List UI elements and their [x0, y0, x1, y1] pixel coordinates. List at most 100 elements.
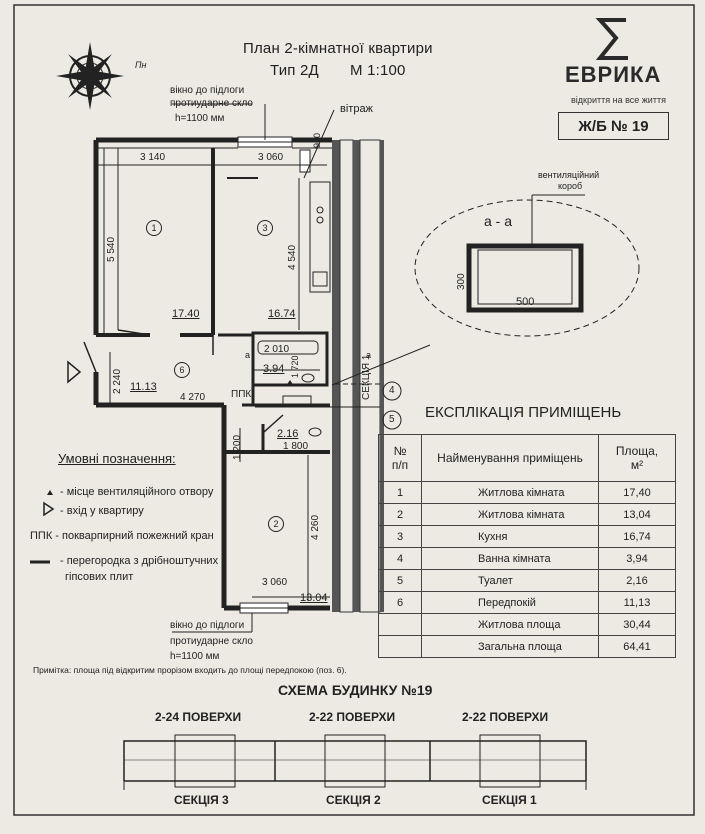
- ppk-label: ППК: [231, 389, 252, 400]
- dim-900: 900: [312, 132, 322, 148]
- window-bottom-line1: вікно до підлоги: [170, 620, 245, 631]
- living-area-value: 30,44: [598, 613, 676, 636]
- window-bottom-line2: протиударне скло: [170, 636, 253, 647]
- dim-3140: 3 140: [140, 152, 166, 163]
- vent-triangle-icon: [286, 380, 294, 386]
- dim-4270: 4 270: [180, 392, 206, 403]
- evryka-logo-icon: [595, 18, 628, 60]
- room-3-number: 3: [257, 220, 273, 236]
- axis-5-marker: [382, 410, 402, 430]
- load-bearing-wall: [332, 139, 384, 613]
- scheme-floors-3: 2-24 ПОВЕРХИ: [155, 710, 242, 724]
- vent-marker-icon: [47, 490, 53, 495]
- window-bottom-line3: h=1100 мм: [170, 651, 220, 662]
- total-area-value: 64,41: [598, 635, 676, 658]
- sheet-frame: [13, 4, 695, 816]
- dim-5540: 5 540: [106, 236, 117, 262]
- explication-header-row: № п/п Найменування приміщень Площа, м²: [378, 434, 676, 482]
- legend-partition-2: гіпсових плит: [65, 571, 134, 583]
- area-room-3: 16.74: [268, 308, 296, 320]
- compass-label: Пн: [135, 60, 147, 70]
- plan-note: Примітка: площа під відкритим прорізом в…: [33, 665, 347, 675]
- dim-1720: 1 720: [290, 355, 300, 378]
- vent-label-left: а: [245, 350, 251, 360]
- dim-4260: 4 260: [310, 514, 321, 540]
- entrance-marker-icon: [43, 501, 55, 517]
- explication-title: ЕКСПЛІКАЦІЯ ПРИМІЩЕНЬ: [425, 404, 622, 421]
- dim-3060-top: 3 060: [258, 152, 284, 163]
- section-detail-height: 300: [456, 273, 467, 290]
- legend-title: Умовні позначення:: [58, 451, 176, 466]
- legend-partition: - перегородка з дрібноштучних: [60, 555, 219, 567]
- axis-4-label: 4: [389, 385, 395, 396]
- vitrazh-label: вітраж: [340, 103, 373, 115]
- axis-5-label: 5: [389, 414, 395, 425]
- area-room-5: 2.16: [277, 428, 299, 440]
- area-room-1: 17.40: [172, 308, 200, 320]
- section-1-label: СЕКЦІЯ 1: [361, 354, 372, 400]
- doors: [83, 329, 284, 433]
- window-top-line3: h=1100 мм: [175, 113, 225, 124]
- scheme-section-2: СЕКЦІЯ 2: [326, 793, 381, 807]
- compass-rose-icon: [56, 42, 124, 110]
- house-code: Ж/Б № 19: [578, 117, 649, 135]
- section-detail-title: а - а: [484, 213, 513, 229]
- entrance-triangle-icon: [67, 360, 82, 384]
- area-room-6: 11.13: [130, 381, 157, 393]
- room-6-number: 6: [174, 362, 190, 378]
- brand-slogan: відкриття на все життя: [571, 95, 666, 105]
- dim-1200: 1 200: [232, 434, 243, 460]
- room-1-number: 1: [146, 220, 162, 236]
- scheme-section-3: СЕКЦІЯ 3: [174, 793, 229, 807]
- legend-entrance: - вхід у квартиру: [60, 505, 144, 517]
- dim-1800: 1 800: [283, 441, 309, 452]
- dim-4540: 4 540: [287, 244, 298, 270]
- scheme-title: СХЕМА БУДИНКУ №19: [278, 682, 433, 698]
- dimension-lines: [96, 148, 431, 600]
- window-top-line2: протиударне скло: [170, 98, 253, 109]
- living-area-label: Житлова площа: [421, 613, 599, 636]
- brand-name: ЕВРИКА: [565, 62, 662, 87]
- leader-lines: [172, 103, 335, 633]
- house-code-box: Ж/Б № 19: [558, 112, 669, 140]
- section-detail-width: 500: [516, 296, 535, 308]
- dim-2240: 2 240: [112, 368, 123, 394]
- vent-box-line1: вентиляційний: [538, 170, 600, 180]
- explication-table: № п/п Найменування приміщень Площа, м² 1…: [378, 434, 676, 658]
- kitchen-appliances: [309, 181, 331, 293]
- vent-box-line2: короб: [558, 181, 583, 191]
- scheme-floors-1: 2-22 ПОВЕРХИ: [462, 710, 549, 724]
- plan-scale: М 1:100: [350, 62, 406, 79]
- col-num-header: № п/п: [378, 434, 422, 482]
- scheme-section-1: СЕКЦІЯ 1: [482, 793, 537, 807]
- legend-vent: - місце вентиляційного отвору: [60, 486, 214, 498]
- bath-fixtures: [257, 340, 322, 437]
- col-name-header: Найменування приміщень: [421, 434, 599, 482]
- scheme-floors-2: 2-22 ПОВЕРХИ: [309, 710, 396, 724]
- dim-3060-bottom: 3 060: [262, 577, 288, 588]
- building-scheme-drawing: [123, 734, 587, 790]
- col-area-header: Площа, м²: [598, 434, 676, 482]
- total-area-label: Загальна площа: [421, 635, 599, 658]
- dim-2010: 2 010: [264, 344, 290, 355]
- plan-title: План 2-кімнатної квартири: [243, 40, 433, 57]
- plan-type: Тип 2Д: [270, 62, 319, 79]
- room-2-number: 2: [268, 516, 284, 532]
- area-room-2: 13.04: [300, 592, 328, 604]
- vent-label-right: а: [366, 350, 372, 360]
- window-top-line1: вікно до підлоги: [170, 85, 245, 96]
- axis-4-marker: [382, 381, 402, 401]
- area-room-4: 3.94: [263, 363, 285, 375]
- section-detail: [414, 194, 640, 337]
- legend-ppk: ППК - покварпирний пожежний кран: [30, 530, 214, 542]
